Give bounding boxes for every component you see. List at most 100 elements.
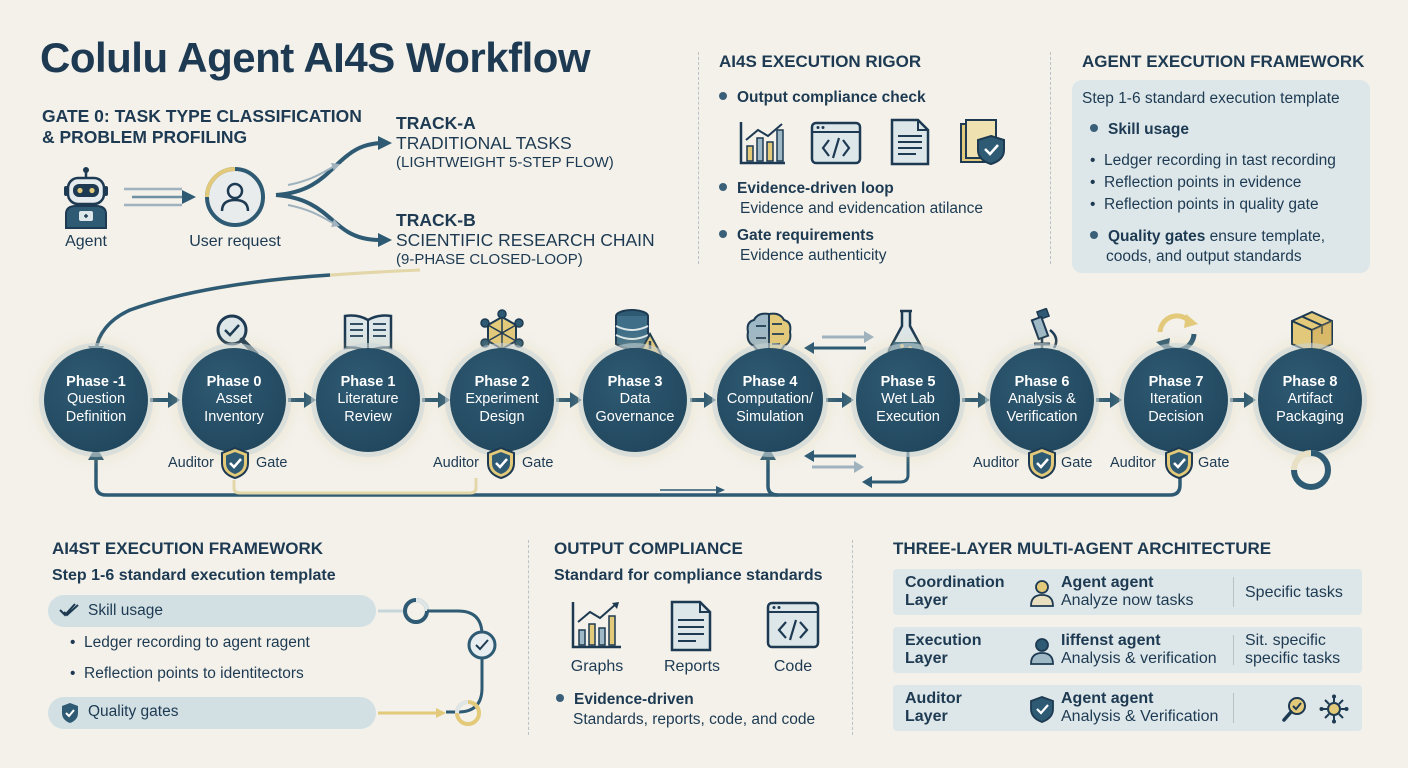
phase-node-minus1[interactable]: Phase -1 Question Definition	[44, 348, 148, 452]
network-gear-icon	[1319, 694, 1349, 724]
page-title: Colulu Agent AI4S Workflow	[40, 34, 591, 81]
double-check-icon	[59, 603, 79, 617]
phase-title: Phase 2	[474, 373, 530, 390]
rigor-b2-sub: Evidence and evidencation atilance	[740, 200, 984, 217]
agent-framework-qg-rest: ensure template,	[1205, 228, 1326, 245]
gate-label: Gate	[1061, 455, 1093, 471]
package-box-icon	[1291, 310, 1333, 355]
fork-arrows	[275, 136, 392, 247]
brain-circuit-icon	[746, 312, 792, 354]
track-b-label: TRACK-B	[396, 210, 476, 230]
phase-title: Phase 7	[1148, 373, 1204, 390]
rigor-b1-text: Output compliance check	[737, 89, 926, 106]
dash-arrow	[124, 187, 196, 207]
person-icon	[1030, 638, 1054, 665]
layer-right: Specific tasks	[1245, 584, 1343, 601]
report-icon	[670, 600, 712, 652]
output-ev-title: Evidence-driven	[574, 691, 694, 708]
shield-check-icon	[1165, 446, 1193, 480]
phase-node-5[interactable]: Phase 5 Wet Lab Execution	[856, 348, 960, 452]
divider	[1050, 52, 1051, 264]
divider	[852, 540, 853, 735]
phase-node-2[interactable]: Phase 2 Experiment Design	[450, 348, 554, 452]
phase-line1: Analysis &	[1008, 391, 1076, 408]
ai4st-qg: Quality gates	[88, 703, 179, 720]
phase-node-1[interactable]: Phase 1 Literature Review	[316, 348, 420, 452]
ai4st-title: AI4ST EXECUTION FRAMEWORK	[52, 539, 324, 558]
phase-line2: Verification	[1006, 408, 1078, 425]
divider	[698, 52, 699, 264]
agent-framework-qg-line2: coods, and output standards	[1106, 248, 1302, 265]
agent-framework-item-text: Reflection points in evidence	[1104, 174, 1302, 191]
rigor-b1: Output compliance check	[719, 88, 926, 108]
ai4st-step: Step 1-6 standard execution template	[52, 567, 336, 584]
rigor-b2: Evidence-driven loop Evidence and eviden…	[719, 179, 983, 219]
graphs-label: Graphs	[570, 658, 624, 675]
database-warning-icon	[615, 309, 664, 357]
auditor-label: Auditor	[1110, 455, 1156, 471]
phase-title: Phase 5	[880, 373, 936, 390]
phase-line2: Governance	[595, 408, 675, 425]
gate-label: Gate	[1198, 455, 1230, 471]
rigor-b3-sub: Evidence authenticity	[740, 247, 887, 264]
phase-line1: Data	[619, 391, 651, 408]
phase-node-6[interactable]: Phase 6 Analysis & Verification	[990, 348, 1094, 452]
phase-title: Phase 4	[742, 373, 798, 390]
rigor-b3: Gate requirements Evidence authenticity	[719, 226, 886, 266]
track-b-title: SCIENTIFIC RESEARCH CHAIN	[396, 230, 655, 250]
phase-line1: Experiment	[465, 391, 539, 408]
robot-icon	[64, 167, 108, 229]
rigor-b2-text: Evidence-driven loop	[737, 180, 894, 197]
phase-node-0[interactable]: Phase 0 Asset Inventory	[182, 348, 286, 452]
track-b: TRACK-B SCIENTIFIC RESEARCH CHAIN (9-PHA…	[396, 210, 696, 270]
phase-line2: Definition	[65, 408, 127, 425]
phase-node-4[interactable]: Phase 4 Computation/ Simulation	[717, 348, 823, 452]
track-a-title: TRADITIONAL TASKS	[396, 133, 572, 153]
rigor-title: AI4S EXECUTION RIGOR	[719, 52, 922, 71]
phase-line1: Computation/	[726, 391, 814, 408]
auditor-label: Auditor	[433, 455, 479, 471]
ai4st-item: • Reflection points to identitectors	[70, 665, 304, 682]
phase-node-3[interactable]: Phase 3 Data Governance	[583, 348, 687, 452]
ai4st-item-text: Ledger recording to agent ragent	[84, 634, 310, 651]
progress-ring-icon	[1291, 450, 1331, 490]
skill-usage-pill	[48, 595, 376, 627]
agent-framework-step: Step 1-6 standard execution template	[1082, 90, 1340, 107]
output-evidence: Evidence-driven Standards, reports, code…	[556, 690, 815, 730]
phase-title: Phase 6	[1014, 373, 1070, 390]
magnifier-check-icon	[1282, 697, 1306, 722]
phase-title: Phase 8	[1282, 373, 1338, 390]
phase-title: Phase 3	[607, 373, 663, 390]
shield-check-icon	[1028, 446, 1056, 480]
graph-icon	[571, 602, 621, 649]
agent-framework-item: • Ledger recording in tast recording	[1090, 152, 1336, 169]
phase-line2: Simulation	[736, 408, 804, 425]
agent-framework-title: AGENT EXECUTION FRAMEWORK	[1082, 52, 1365, 71]
phase-line1: Wet Lab	[881, 391, 935, 408]
phase-node-8[interactable]: Phase 8 Artifact Packaging	[1258, 348, 1362, 452]
reports-label: Reports	[663, 658, 721, 675]
phase-line1: Artifact	[1287, 391, 1333, 408]
shield-document-icon	[960, 119, 1005, 166]
shield-check-icon	[221, 446, 249, 480]
shield-check-icon	[487, 446, 515, 480]
gate-label: Gate	[522, 455, 554, 471]
gate0-line2: & PROBLEM PROFILING	[42, 127, 248, 147]
phase-node-7[interactable]: Phase 7 Iteration Decision	[1124, 348, 1228, 452]
agent-framework-skill: Skill usage	[1090, 120, 1189, 140]
agent-framework-panel	[1072, 80, 1370, 273]
user-request-label: User request	[189, 233, 281, 250]
phase-line2: Design	[479, 408, 525, 425]
ai4st-skill: Skill usage	[88, 602, 163, 619]
gate0-heading: GATE 0: TASK TYPE CLASSIFICATION & PROBL…	[42, 106, 362, 148]
agent-framework-item: • Reflection points in quality gate	[1090, 196, 1319, 213]
agent-framework-qg: Quality gates ensure template, coods, an…	[1090, 227, 1325, 267]
gate-label: Gate	[256, 455, 288, 471]
shield-icon	[1030, 696, 1054, 723]
